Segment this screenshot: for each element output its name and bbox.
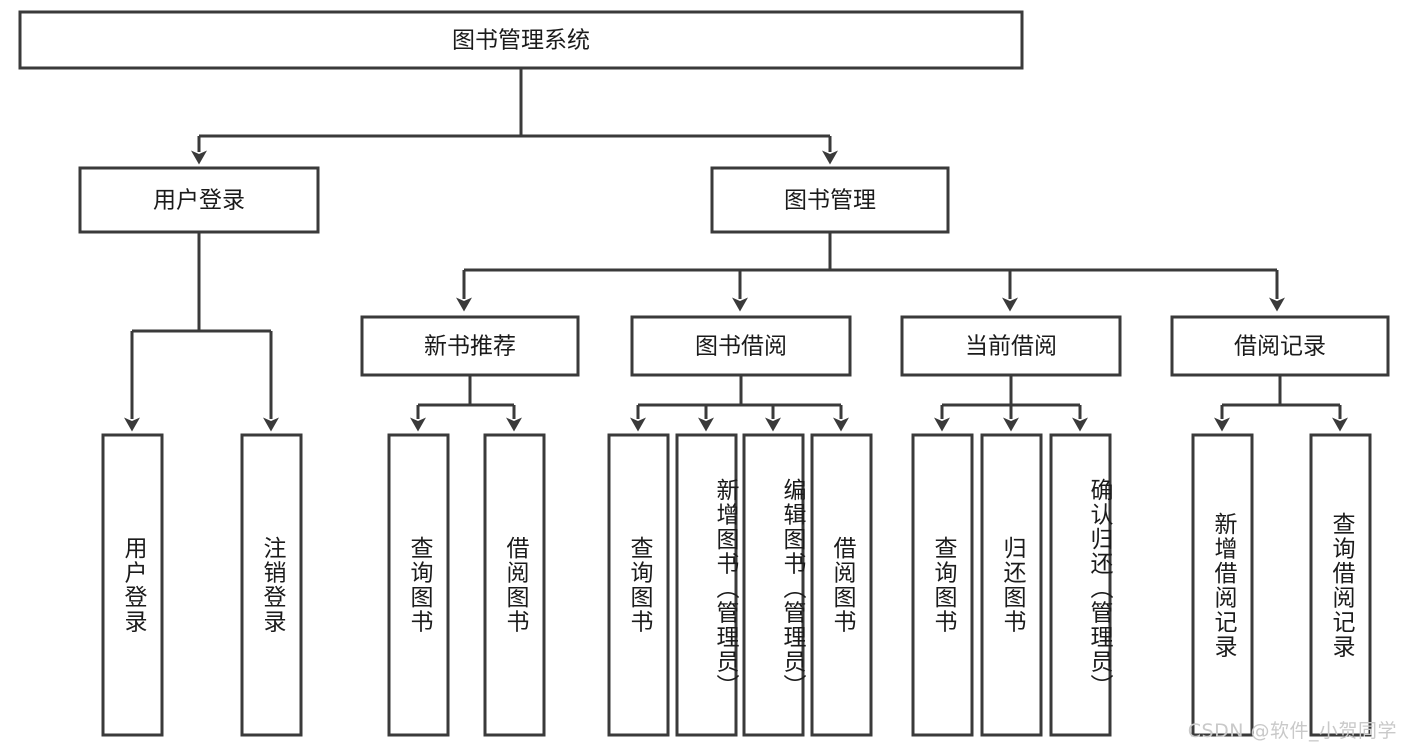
node-new-book-recommend[interactable]: 新书推荐: [360, 315, 580, 377]
csdn-watermark: CSDN @软件_小贺同学: [1187, 720, 1397, 742]
leaf-box-query-book-2[interactable]: [607, 433, 670, 737]
new-book-recommend-label: 新书推荐: [424, 334, 516, 360]
leaf-box-edit-book[interactable]: [742, 433, 805, 737]
current-borrow-label: 当前借阅: [965, 334, 1057, 360]
leaf-box-borrow-book-2[interactable]: [810, 433, 873, 737]
leaf-box-logout-login[interactable]: [240, 433, 303, 737]
node-current-borrow[interactable]: 当前借阅: [900, 315, 1122, 377]
user-login-label: 用户登录: [153, 188, 245, 214]
node-borrow-record[interactable]: 借阅记录: [1170, 315, 1390, 377]
node-user-login[interactable]: 用户登录: [78, 166, 320, 234]
leaf-box-query-record[interactable]: [1309, 433, 1372, 737]
node-book-borrow[interactable]: 图书借阅: [630, 315, 852, 377]
leaf-box-confirm-return[interactable]: [1049, 433, 1112, 737]
leaf-box-add-record[interactable]: [1191, 433, 1254, 737]
current-borrow-box: [900, 315, 1122, 377]
node-book-management[interactable]: 图书管理: [710, 166, 950, 234]
borrow-record-box: [1170, 315, 1390, 377]
root-box: [18, 10, 1024, 70]
borrow-record-label: 借阅记录: [1234, 334, 1326, 360]
book-borrow-label: 图书借阅: [695, 334, 787, 360]
leaf-box-query-book-1[interactable]: [387, 433, 450, 737]
new-book-recommend-box: [360, 315, 580, 377]
node-root[interactable]: 图书管理系统: [18, 10, 1024, 70]
leaf-box-return-book[interactable]: [980, 433, 1043, 737]
leaf-box-user-login[interactable]: [101, 433, 164, 737]
book-management-box: [710, 166, 950, 234]
leaf-box-query-book-3[interactable]: [911, 433, 974, 737]
book-borrow-box: [630, 315, 852, 377]
book-management-label: 图书管理: [784, 188, 876, 214]
leaf-box-borrow-book-1[interactable]: [483, 433, 546, 737]
leaf-box-add-book[interactable]: [675, 433, 738, 737]
root-label: 图书管理系统: [452, 28, 590, 54]
